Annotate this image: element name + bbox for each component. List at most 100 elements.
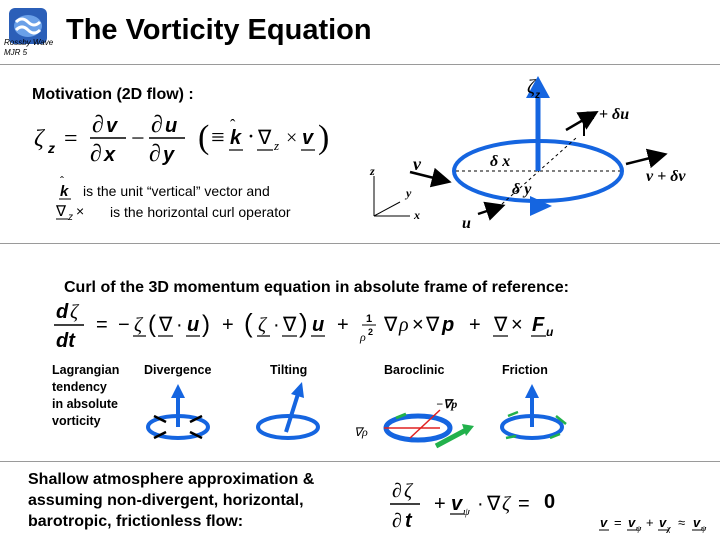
- friction-icon: [500, 384, 567, 440]
- svg-text:u: u: [312, 314, 324, 336]
- term-friction: Friction: [502, 363, 548, 377]
- svg-text:ρ: ρ: [398, 314, 409, 336]
- section-divider-2: [0, 461, 720, 462]
- svg-text:t: t: [405, 510, 413, 532]
- logo-caption: Rossby Wave MJR 5: [4, 38, 53, 58]
- svg-text:ψ: ψ: [463, 506, 470, 518]
- axis-y-label: y: [406, 186, 412, 200]
- svg-text:·: ·: [477, 493, 484, 515]
- svg-text:×: ×: [76, 203, 84, 219]
- svg-text:v: v: [628, 515, 636, 530]
- svg-text:v: v: [302, 127, 315, 149]
- svg-text:k: k: [230, 127, 242, 149]
- u-label: u: [462, 215, 471, 232]
- svg-text:∂: ∂: [151, 112, 163, 138]
- axis-z-label: z: [370, 164, 375, 178]
- svg-text:=: =: [64, 126, 78, 152]
- svg-text:): ): [202, 311, 210, 338]
- svg-text:−: −: [131, 126, 145, 152]
- svg-text:=: =: [614, 515, 622, 530]
- term-divergence: Divergence: [144, 363, 212, 377]
- svg-text:∇: ∇: [55, 204, 67, 220]
- svg-text:∇: ∇: [282, 314, 297, 336]
- term-tilting: Tilting: [270, 363, 308, 377]
- svg-text:∂: ∂: [392, 510, 402, 532]
- svg-text:∇: ∇: [257, 127, 272, 149]
- divergence-icon: [146, 384, 210, 440]
- logo-caption-line-2: MJR 5: [4, 48, 28, 57]
- curl-heading: Curl of the 3D momentum equation in abso…: [64, 279, 569, 296]
- term-lagrangian-line-3: in absolute: [52, 397, 118, 411]
- dx-label: δ x: [490, 153, 511, 170]
- svg-text:ψ: ψ: [701, 524, 707, 533]
- svg-text:dt: dt: [56, 330, 76, 352]
- u-plus-du-label: u + δu: [586, 106, 630, 123]
- svg-text:+: +: [337, 314, 349, 336]
- svg-text:+: +: [469, 314, 481, 336]
- svg-text:∇: ∇: [486, 493, 501, 515]
- motivation-heading: Motivation (2D flow) :: [32, 86, 194, 103]
- khat-curl-symbols: ˆ k ∇ z ×: [55, 174, 84, 223]
- svg-text:ˆ: ˆ: [230, 117, 236, 134]
- section-divider-1: [0, 243, 720, 244]
- svg-text:∂: ∂: [392, 480, 402, 502]
- svg-text:=: =: [96, 314, 108, 336]
- svg-text:z: z: [47, 140, 55, 156]
- neg-grad-p-label: −∇p: [436, 397, 458, 411]
- term-lagrangian: Lagrangian tendency in absolute vorticit…: [52, 362, 119, 430]
- term-lagrangian-line-1: Lagrangian: [52, 363, 120, 377]
- svg-text:−: −: [118, 314, 130, 336]
- svg-text:∇: ∇: [383, 314, 398, 336]
- page-title: The Vorticity Equation: [66, 14, 372, 46]
- svg-text:u: u: [546, 325, 554, 339]
- svg-text:y: y: [162, 144, 175, 166]
- svg-text:v: v: [659, 515, 667, 530]
- svg-text:∂: ∂: [149, 141, 161, 167]
- svg-text:ζ: ζ: [404, 480, 414, 502]
- svg-text:u: u: [165, 115, 177, 137]
- axis-x-label: x: [414, 208, 420, 222]
- svg-text:∂: ∂: [90, 141, 102, 167]
- svg-text:d: d: [56, 301, 69, 323]
- svg-text:∇: ∇: [493, 314, 508, 336]
- earth-logo-icon: [9, 8, 47, 44]
- svg-text:∂: ∂: [92, 112, 104, 138]
- velocity-decomposition: v = v ψ + v χ ≈ v ψ: [599, 515, 707, 533]
- curl-description: is the horizontal curl operator: [110, 204, 291, 220]
- svg-text:): ): [318, 119, 329, 156]
- term-lagrangian-line-4: vorticity: [52, 414, 101, 428]
- svg-text:1: 1: [366, 313, 372, 325]
- svg-text:v: v: [693, 515, 701, 530]
- svg-text:·: ·: [176, 314, 183, 336]
- motivation-equation: ζ z = ∂v ∂x − ∂u ∂y ( ≡ k ˆ · ∇ z × v ): [34, 112, 329, 167]
- svg-text:+: +: [222, 314, 234, 336]
- svg-text:x: x: [103, 144, 116, 166]
- svg-text:+: +: [434, 493, 446, 515]
- grad-rho-label: ∇ρ: [354, 425, 368, 439]
- svg-text:v: v: [451, 493, 464, 515]
- term-lagrangian-line-2: tendency: [52, 380, 107, 394]
- svg-text:×: ×: [511, 314, 523, 336]
- svg-text:ˆ: ˆ: [60, 174, 64, 188]
- svg-text:≡: ≡: [211, 125, 225, 151]
- svg-text:∇: ∇: [425, 314, 440, 336]
- svg-text:F: F: [532, 314, 545, 336]
- equation-result: 0: [544, 491, 556, 513]
- tilting-icon: [256, 382, 320, 440]
- svg-text:): ): [299, 308, 308, 338]
- zeta-z-symbol: ζ: [527, 76, 536, 98]
- svg-text:k: k: [60, 183, 69, 200]
- svg-text:(: (: [198, 119, 209, 156]
- svg-text:2: 2: [368, 327, 373, 337]
- khat-description: is the unit “vertical” vector and: [83, 183, 270, 199]
- svg-text:ψ: ψ: [636, 524, 642, 533]
- ellipse-diagram-icon: [373, 76, 668, 221]
- svg-text:ζ: ζ: [502, 493, 512, 515]
- shallow-approx-text: Shallow atmosphere approximation & assum…: [28, 471, 315, 530]
- svg-text:ζ: ζ: [258, 314, 268, 336]
- dy-label: δ y: [512, 181, 532, 198]
- svg-text:≈: ≈: [678, 515, 685, 530]
- svg-text:·: ·: [273, 314, 280, 336]
- svg-text:z: z: [273, 138, 279, 153]
- svg-text:ζ: ζ: [70, 301, 80, 323]
